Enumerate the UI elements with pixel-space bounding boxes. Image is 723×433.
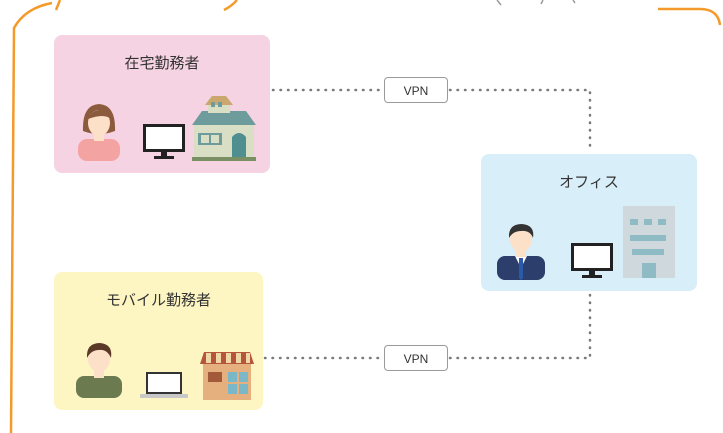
shop-icon	[200, 352, 254, 400]
connector-vpn-office-bottom	[448, 290, 592, 360]
office-label: オフィス	[559, 173, 619, 191]
office-box: オフィス	[481, 154, 697, 291]
office-building-icon	[623, 206, 675, 278]
woman-icon	[78, 104, 120, 161]
vpn-label-top: VPN	[384, 77, 448, 103]
home-worker-box: 在宅勤務者	[54, 35, 270, 173]
house-icon	[192, 96, 256, 161]
businessman-icon	[497, 224, 545, 280]
mobile-worker-label: モバイル勤務者	[105, 291, 211, 309]
monitor-icon	[571, 243, 613, 278]
connector-vpn-office-top	[448, 88, 592, 154]
man-icon	[76, 343, 122, 398]
home-worker-label: 在宅勤務者	[124, 54, 200, 72]
monitor-icon	[143, 124, 185, 159]
laptop-icon	[140, 372, 188, 398]
vpn-label-bottom: VPN	[384, 345, 448, 371]
mobile-worker-box: モバイル勤務者	[54, 272, 263, 410]
